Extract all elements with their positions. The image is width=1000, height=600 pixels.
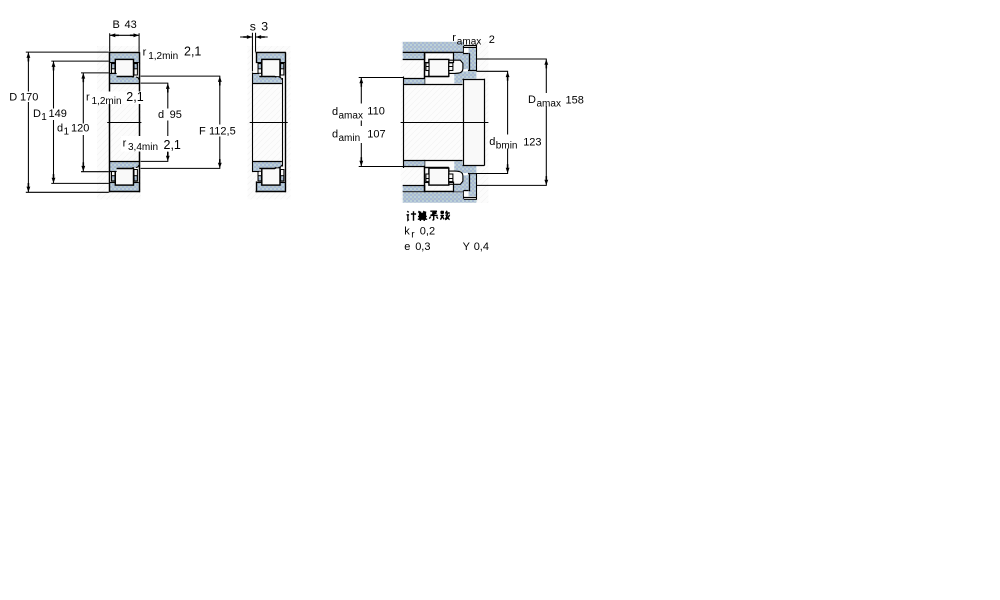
svg-text:1,2min: 1,2min (148, 51, 178, 62)
svg-text:d: d (57, 123, 63, 135)
svg-text:110: 110 (367, 106, 385, 118)
svg-text:amax: amax (339, 110, 363, 121)
svg-text:D: D (9, 92, 17, 104)
svg-text:s: s (250, 20, 256, 34)
svg-text:d: d (332, 106, 338, 118)
svg-text:120: 120 (71, 123, 89, 135)
svg-text:r: r (123, 137, 127, 149)
svg-text:r: r (86, 91, 90, 103)
svg-text:1,2min: 1,2min (92, 96, 122, 107)
svg-text:2,1: 2,1 (184, 45, 201, 59)
svg-text:r: r (411, 229, 415, 240)
svg-text:158: 158 (566, 94, 584, 106)
svg-text:d: d (158, 109, 164, 121)
svg-text:amax: amax (537, 99, 561, 110)
svg-text:149: 149 (49, 108, 67, 120)
svg-text:B: B (113, 19, 120, 31)
svg-text:k: k (404, 226, 410, 238)
svg-text:r: r (452, 32, 456, 44)
svg-text:170: 170 (20, 92, 38, 104)
svg-text:2: 2 (489, 34, 495, 46)
svg-text:amin: amin (339, 133, 361, 144)
svg-text:0,4: 0,4 (474, 241, 489, 253)
svg-text:95: 95 (170, 109, 182, 121)
svg-text:1: 1 (41, 112, 47, 123)
svg-text:amax: amax (457, 37, 481, 48)
svg-text:D: D (528, 94, 536, 106)
svg-text:F: F (199, 125, 206, 137)
svg-text:Y: Y (463, 241, 471, 253)
svg-text:3,4min: 3,4min (128, 142, 158, 153)
svg-text:112,5: 112,5 (209, 125, 236, 137)
svg-text:107: 107 (367, 128, 385, 140)
svg-text:2,1: 2,1 (164, 138, 181, 152)
svg-text:3: 3 (261, 20, 268, 34)
svg-text:bmin: bmin (496, 141, 518, 152)
svg-text:2,1: 2,1 (126, 90, 143, 104)
svg-text:r: r (143, 47, 147, 59)
svg-text:1: 1 (64, 127, 70, 138)
svg-text:0,2: 0,2 (420, 226, 435, 238)
svg-text:D: D (33, 108, 41, 120)
svg-text:123: 123 (523, 137, 541, 149)
svg-text:0,3: 0,3 (415, 241, 430, 253)
svg-text:d: d (332, 128, 338, 140)
svg-text:43: 43 (125, 19, 137, 31)
svg-text:d: d (489, 136, 495, 148)
svg-text:e: e (404, 241, 410, 253)
